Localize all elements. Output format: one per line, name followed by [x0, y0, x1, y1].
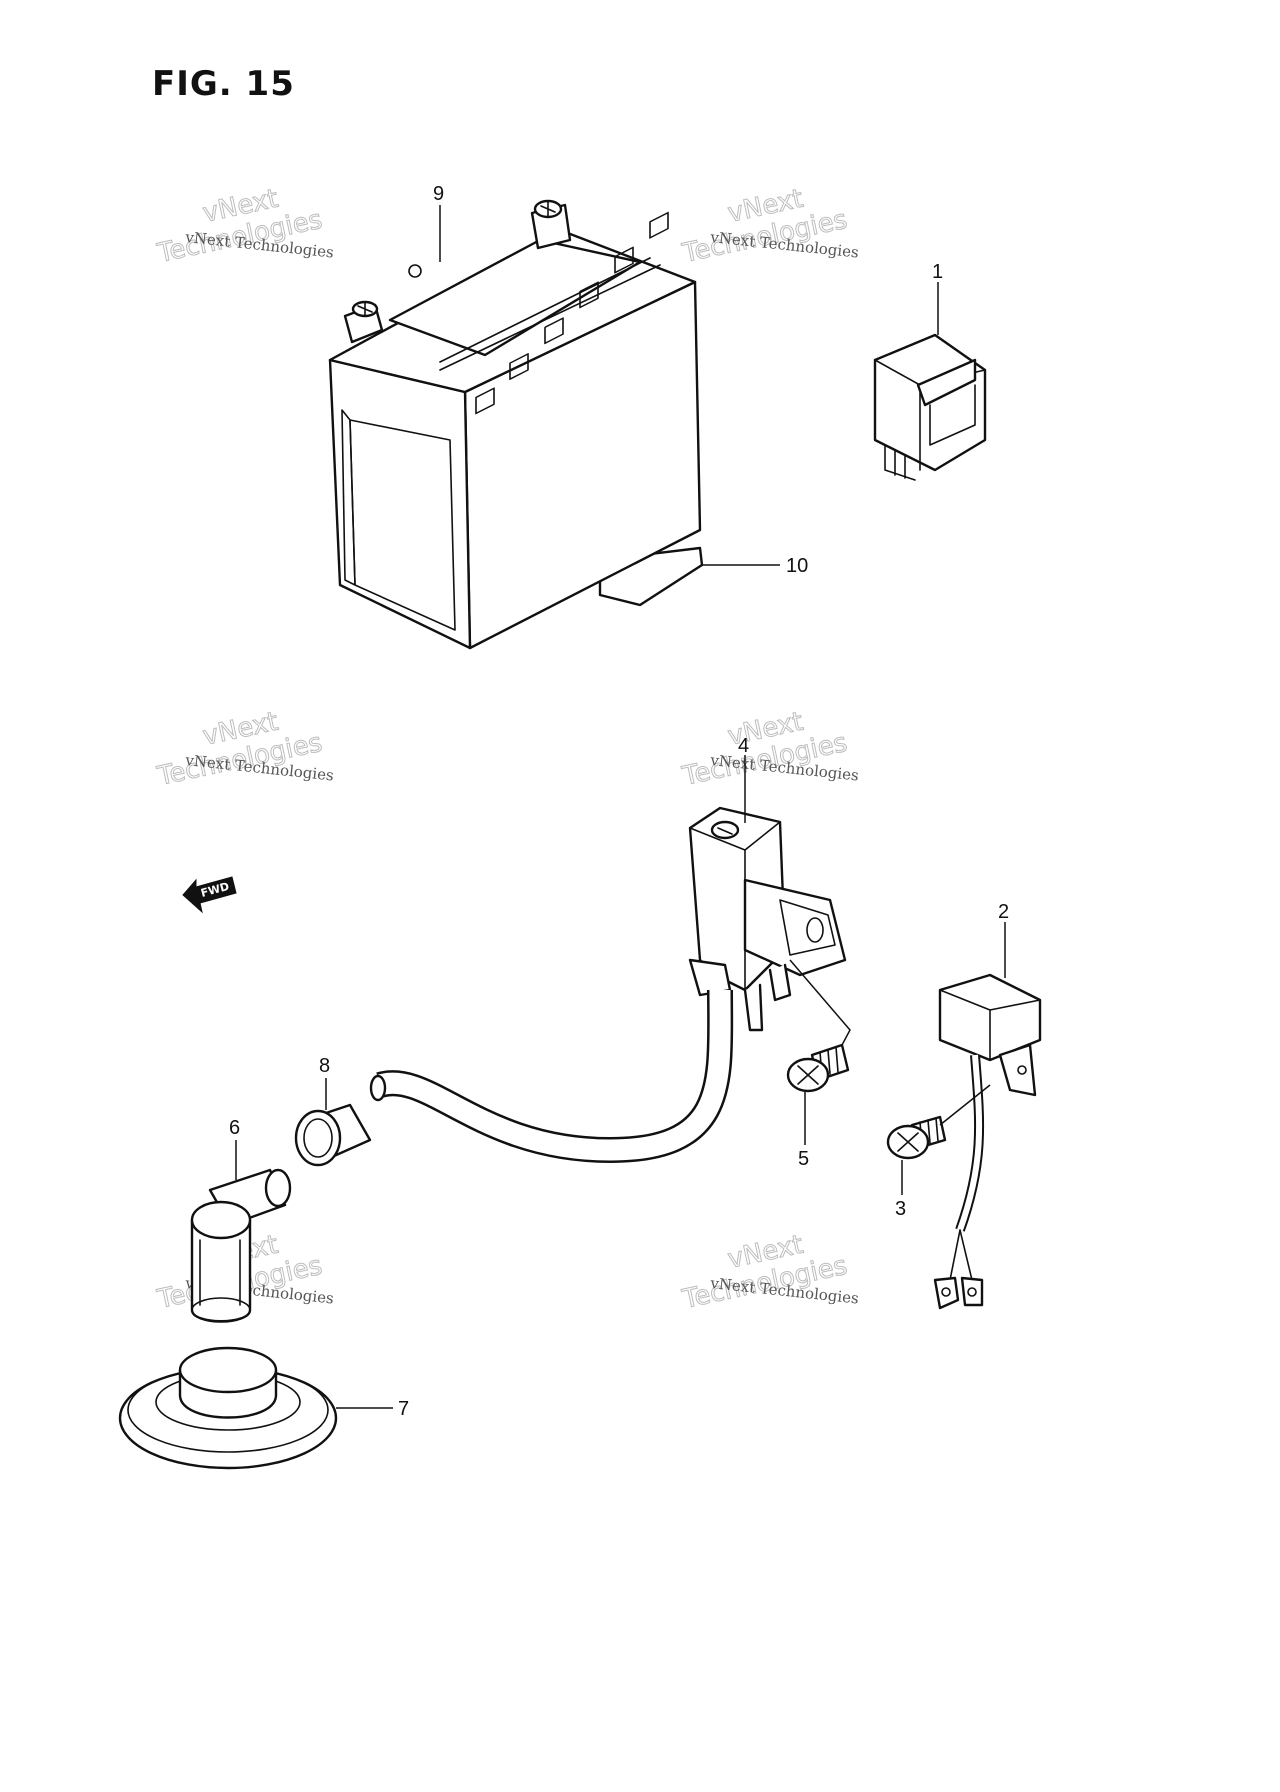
callout-6: 6 — [229, 1117, 240, 1139]
watermark-top-left: vNext Technologies vNext Technologies — [154, 183, 335, 269]
callout-9: 9 — [433, 183, 444, 205]
leader-lines — [235, 205, 1006, 1409]
watermark-mid-left: vNext Technologies vNext Technologies — [154, 706, 335, 792]
spark-plug-cap — [190, 1168, 292, 1323]
coil-bolt — [786, 1043, 850, 1093]
callout-10: 10 — [786, 555, 808, 577]
watermark-mid-right: vNext Technologies vNext Technologies — [679, 706, 860, 792]
spark-plug-cover — [118, 1346, 338, 1470]
ignition-coil — [688, 806, 847, 1032]
callout-3: 3 — [895, 1198, 906, 1220]
condenser-screw — [886, 1115, 947, 1160]
suppressor-cap — [294, 1103, 372, 1167]
callout-2: 2 — [998, 901, 1009, 923]
fwd-arrow-icon: FWD — [182, 876, 237, 914]
callout-8: 8 — [319, 1055, 330, 1077]
callout-4: 4 — [738, 735, 749, 757]
callout-labels: 9 1 10 4 2 8 6 7 5 3 — [229, 183, 1009, 1420]
watermark-top-right: vNext Technologies vNext Technologies — [679, 183, 860, 269]
callout-1: 1 — [932, 261, 943, 283]
battery — [328, 199, 704, 650]
condenser — [933, 973, 1042, 1310]
callout-5: 5 — [798, 1148, 809, 1170]
relay-unit — [873, 333, 987, 481]
high-tension-lead — [369, 989, 734, 1164]
figure-title: FIG. 15 — [152, 64, 295, 104]
watermark-bottom-right: vNext Technologies vNext Technologies — [679, 1229, 860, 1315]
callout-7: 7 — [398, 1398, 409, 1420]
